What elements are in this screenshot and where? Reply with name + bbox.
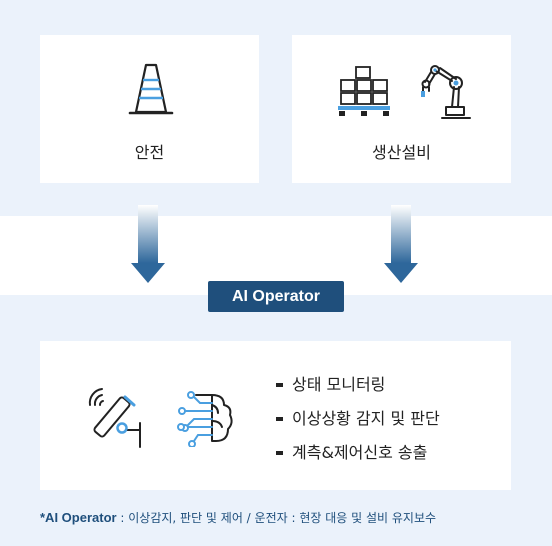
list-item: 이상상황 감지 및 판단 [276, 406, 440, 440]
footnote-term: *AI Operator [40, 510, 117, 525]
footnote: *AI Operator : 이상감지, 판단 및 제어 / 운전자 : 현장 … [40, 509, 436, 526]
bullet-icon [276, 417, 283, 421]
safety-label: 안전 [134, 143, 165, 162]
footnote-text: : 이상감지, 판단 및 제어 / 운전자 : 현장 대응 및 설비 유지보수 [116, 511, 437, 525]
feature-monitoring: 상태 모니터링 [292, 375, 386, 394]
bullet-icon [276, 451, 283, 455]
equipment-card: 생산설비 [292, 35, 511, 183]
ai-operator-badge: AI Operator [208, 281, 344, 312]
robot-arm-icon [421, 65, 471, 119]
safety-card: 안전 [40, 35, 259, 183]
equipment-label: 생산설비 [372, 143, 431, 162]
feature-list: 상태 모니터링 이상상황 감지 및 판단 계측&제어신호 송출 [276, 372, 440, 474]
ai-operator-card [40, 341, 511, 490]
list-item: 계측&제어신호 송출 [276, 440, 440, 474]
bullet-icon [276, 383, 283, 387]
list-item: 상태 모니터링 [276, 372, 440, 406]
feature-control-signal: 계측&제어신호 송출 [292, 443, 428, 462]
ai-brain-icon [177, 391, 233, 447]
down-arrow-right-icon [384, 205, 418, 283]
feature-anomaly-detection: 이상상황 감지 및 판단 [292, 409, 440, 428]
pallet-boxes-icon [338, 66, 390, 116]
down-arrow-left-icon [131, 205, 165, 283]
cctv-camera-icon [88, 388, 141, 448]
traffic-cone-icon [128, 63, 174, 115]
